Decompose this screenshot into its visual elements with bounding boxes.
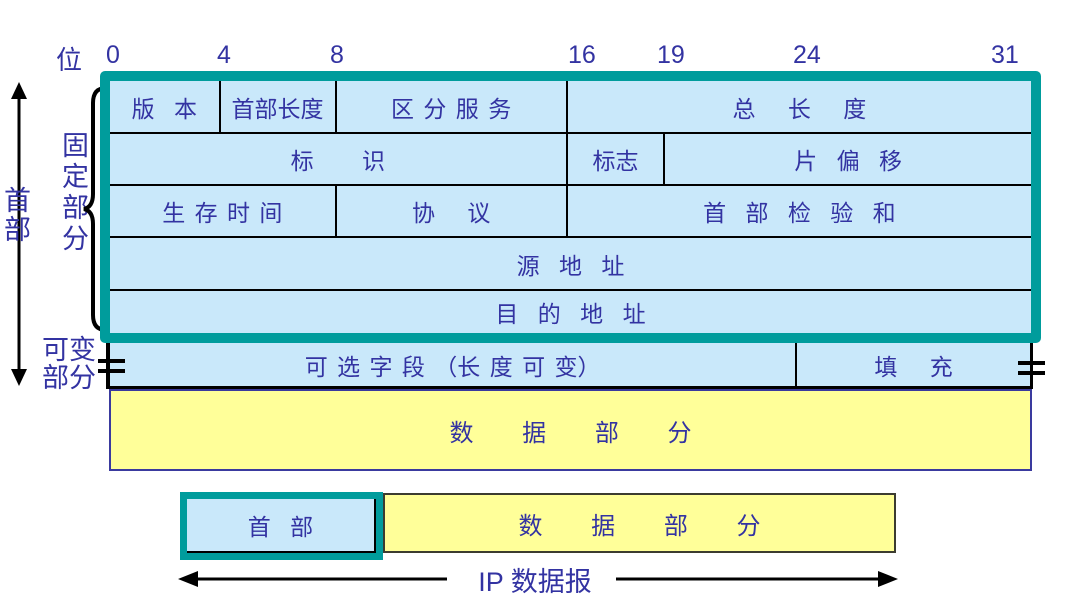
header-row-4: 源 地 址 <box>110 238 1031 291</box>
variable-part-label: 可变 部分 <box>36 336 102 392</box>
datagram-data-box: 数 据 部 分 <box>383 493 896 553</box>
break-mark-left <box>98 359 125 363</box>
bit-tick: 31 <box>991 41 1019 69</box>
field-fragment-offset: 片 偏 移 <box>794 148 903 174</box>
variable-part-label-line1: 可变 <box>42 335 96 365</box>
break-mark-right <box>1018 361 1045 365</box>
ip-datagram-caption: IP 数据报 <box>478 567 592 597</box>
field-protocol: 协 议 <box>337 186 568 236</box>
bit-tick: 8 <box>330 41 344 69</box>
field-header-length: 首部长度 <box>221 81 337 132</box>
bit-tick: 24 <box>793 41 821 69</box>
header-row-1: 版 本 首部长度 区 分 服 务 总 长 度 <box>110 81 1031 134</box>
fixed-part-label: 固定部分 <box>62 131 89 254</box>
bit-tick: 16 <box>568 41 596 69</box>
field-destination-address: 目 的 地 址 <box>495 301 646 327</box>
header-row-3: 生 存 时 间 协 议 首 部 检 验 和 <box>110 186 1031 238</box>
field-padding: 填 充 <box>874 353 953 380</box>
field-options: 可 选 字 段 （长 度 可 变） <box>110 343 798 386</box>
variable-part-row: 可 选 字 段 （长 度 可 变） 填 充 <box>106 343 1033 389</box>
bit-unit-label: 位 <box>56 45 83 75</box>
header-row-2: 标 识 标志 片 偏 移 <box>110 134 1031 186</box>
header-span-arrow-icon <box>11 82 27 386</box>
break-mark-left <box>98 369 125 373</box>
field-source-address: 源 地 址 <box>516 252 625 279</box>
field-header-checksum: 首 部 检 验 和 <box>703 200 896 226</box>
header-part-label: 首部 <box>4 186 31 245</box>
ip-datagram-arrow-icon <box>178 571 898 587</box>
field-flags: 标志 <box>568 134 666 184</box>
field-total-length: 总 长 度 <box>732 95 867 122</box>
fixed-header-grid: 版 本 首部长度 区 分 服 务 总 长 度 标 识 标志 片 偏 移 生 存 … <box>110 81 1031 333</box>
field-time-to-live: 生 存 时 间 <box>110 186 337 236</box>
bit-tick: 0 <box>106 41 120 69</box>
datagram-header-label: 首 部 <box>187 499 376 553</box>
field-differentiated-services: 区 分 服 务 <box>337 81 568 132</box>
field-identification: 标 识 <box>110 134 568 184</box>
field-version: 版 本 <box>110 81 221 132</box>
bit-tick: 19 <box>657 41 685 69</box>
fixed-header-table: 版 本 首部长度 区 分 服 务 总 长 度 标 识 标志 片 偏 移 生 存 … <box>100 71 1041 343</box>
header-row-5: 目 的 地 址 <box>110 291 1031 333</box>
break-mark-right <box>1018 371 1045 375</box>
data-section: 数 据 部 分 <box>109 389 1032 471</box>
fixed-part-brace-icon <box>83 86 108 332</box>
datagram-header-box: 首 部 <box>180 492 383 560</box>
variable-part-label-line2: 部分 <box>42 363 96 393</box>
bit-tick: 4 <box>217 41 231 69</box>
